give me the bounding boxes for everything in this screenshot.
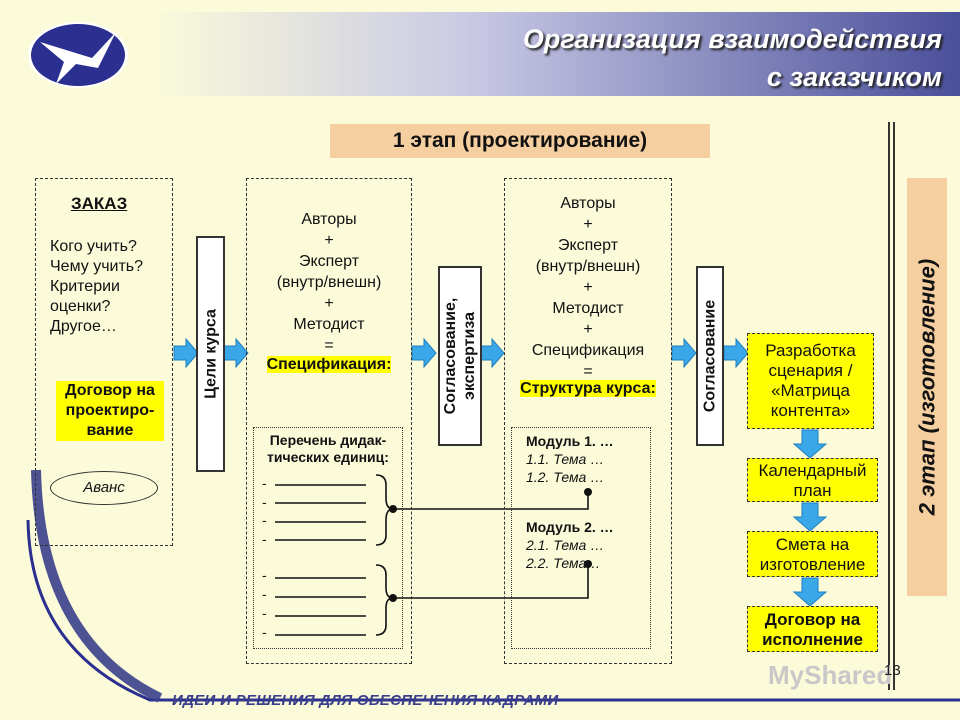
arrow-right-icon — [411, 337, 437, 369]
step-line: Календарный — [758, 461, 867, 480]
order-contract: Договор на проектиро- вание — [56, 381, 164, 441]
approval-expertise-box: Согласование, экспертиза — [438, 266, 482, 446]
team2-line: = — [583, 363, 593, 380]
arrow-down-icon — [792, 502, 828, 532]
stage2-label-box: 2 этап (изготовление) — [907, 178, 947, 596]
order-contract-line: проектиро- — [65, 402, 155, 419]
arrow-right-icon — [479, 337, 505, 369]
order-box: ЗАКАЗ Кого учить? Чему учить? Критерии о… — [35, 178, 173, 546]
watermark: MyShared — [768, 660, 893, 690]
module-topic: 1.1. Тема … — [526, 451, 605, 467]
step-line: сценария / — [768, 361, 853, 380]
approval-box: Согласование — [696, 266, 724, 446]
team1-line: = — [324, 337, 334, 354]
course-structure-label: Структура курса: — [520, 380, 656, 397]
order-question: Другое… — [50, 318, 117, 335]
approval-line: экспертиза — [461, 312, 478, 400]
dash-mark: - — [262, 493, 267, 510]
didactic-dash-list: - - - - — [262, 566, 267, 642]
team2-line: + — [583, 216, 593, 233]
team2-line: + — [583, 279, 593, 296]
step-line: Смета на — [775, 535, 850, 554]
course-structure-block: Авторы + Эксперт (внутр/внешн) + Методис… — [504, 178, 672, 664]
team2-line: (внутр/внешн) — [535, 258, 641, 275]
order-question: Критерии — [50, 278, 120, 295]
arrow-right-icon — [223, 337, 249, 369]
header-band — [150, 12, 960, 96]
module-topic: 2.1. Тема … — [526, 537, 605, 553]
approval-label: Согласование — [701, 299, 719, 413]
module-topic: 2.2. Тема… — [526, 555, 601, 571]
team2-line: + — [583, 321, 593, 338]
calendar-plan-step: Календарный план — [747, 458, 878, 502]
team1-line: + — [324, 295, 334, 312]
dash-mark: - — [262, 531, 267, 548]
step-line: «Матрица — [771, 381, 850, 400]
team2-line: Спецификация — [531, 342, 645, 359]
team1-line: Авторы — [301, 211, 357, 228]
dash-mark: - — [262, 567, 267, 583]
module-title: Модуль 2. … — [526, 519, 614, 535]
order-question: оценки? — [50, 298, 111, 315]
step-line: исполнение — [762, 630, 863, 649]
slide-title-line1: Организация взаимодействия — [522, 24, 942, 54]
slide-title-line2: с заказчиком — [766, 62, 942, 92]
step-line: Договор на — [764, 610, 861, 629]
order-contract-line: Договор на — [65, 382, 155, 399]
page-number: 13 — [884, 662, 901, 679]
didactic-list-box: Перечень дидак- тических единиц: — [253, 427, 403, 649]
approval-expertise-label: Согласование, экспертиза — [441, 298, 479, 415]
step-line: изготовление — [759, 555, 866, 574]
stage2-label: 2 этап (изготовление) — [914, 258, 940, 516]
team2-line: Авторы — [560, 195, 616, 212]
team1-line: (внутр/внешн) — [276, 274, 382, 291]
order-contract-line: вание — [86, 422, 134, 439]
specification-label: Спецификация: — [266, 356, 392, 373]
dash-mark: - — [262, 605, 267, 621]
dash-mark: - — [262, 624, 267, 640]
arrow-down-icon — [792, 577, 828, 607]
execution-contract-step: Договор на исполнение — [747, 606, 878, 652]
order-question: Кого учить? — [50, 238, 137, 255]
step-line: контента» — [770, 401, 851, 420]
arrow-down-icon — [792, 429, 828, 459]
approval-line: Согласование, — [442, 297, 459, 415]
dash-mark: - — [262, 512, 267, 529]
didactic-heading: Перечень дидак- — [269, 432, 387, 448]
team2-line: Методист — [552, 300, 624, 317]
arrow-right-icon — [173, 337, 199, 369]
goals-box: Цели курса — [196, 236, 225, 472]
team1-line: Методист — [293, 316, 365, 333]
didactic-dash-list: - - - - — [262, 474, 267, 549]
estimate-step: Смета на изготовление — [747, 531, 878, 577]
stage1-label: 1 этап (проектирование) — [330, 124, 710, 158]
scenario-step: Разработка сценария / «Матрица контента» — [747, 333, 874, 429]
team1-line: Эксперт — [298, 253, 360, 270]
arrow-right-icon — [671, 337, 697, 369]
team1-line: + — [324, 232, 334, 249]
team2-line: Эксперт — [557, 237, 619, 254]
advance-oval: Аванс — [50, 471, 158, 505]
module-title: Модуль 1. … — [526, 433, 614, 449]
company-logo-icon — [28, 22, 128, 88]
order-heading: ЗАКАЗ — [71, 194, 128, 213]
didactic-heading: тических единиц: — [267, 449, 389, 465]
modules-box: Модуль 1. … 1.1. Тема … 1.2. Тема … Моду… — [511, 427, 651, 649]
step-line: план — [793, 481, 832, 500]
footer-slogan: ИДЕИ И РЕШЕНИЯ ДЛЯ ОБЕСПЕЧЕНИЯ КАДРАМИ — [172, 692, 559, 709]
step-line: Разработка — [765, 341, 856, 360]
dash-mark: - — [262, 586, 267, 602]
order-question: Чему учить? — [50, 258, 144, 275]
specification-block: Авторы + Эксперт (внутр/внешн) + Методис… — [246, 178, 412, 664]
dash-mark: - — [262, 475, 267, 491]
arrow-right-icon — [723, 337, 749, 369]
module-topic: 1.2. Тема … — [526, 469, 605, 485]
